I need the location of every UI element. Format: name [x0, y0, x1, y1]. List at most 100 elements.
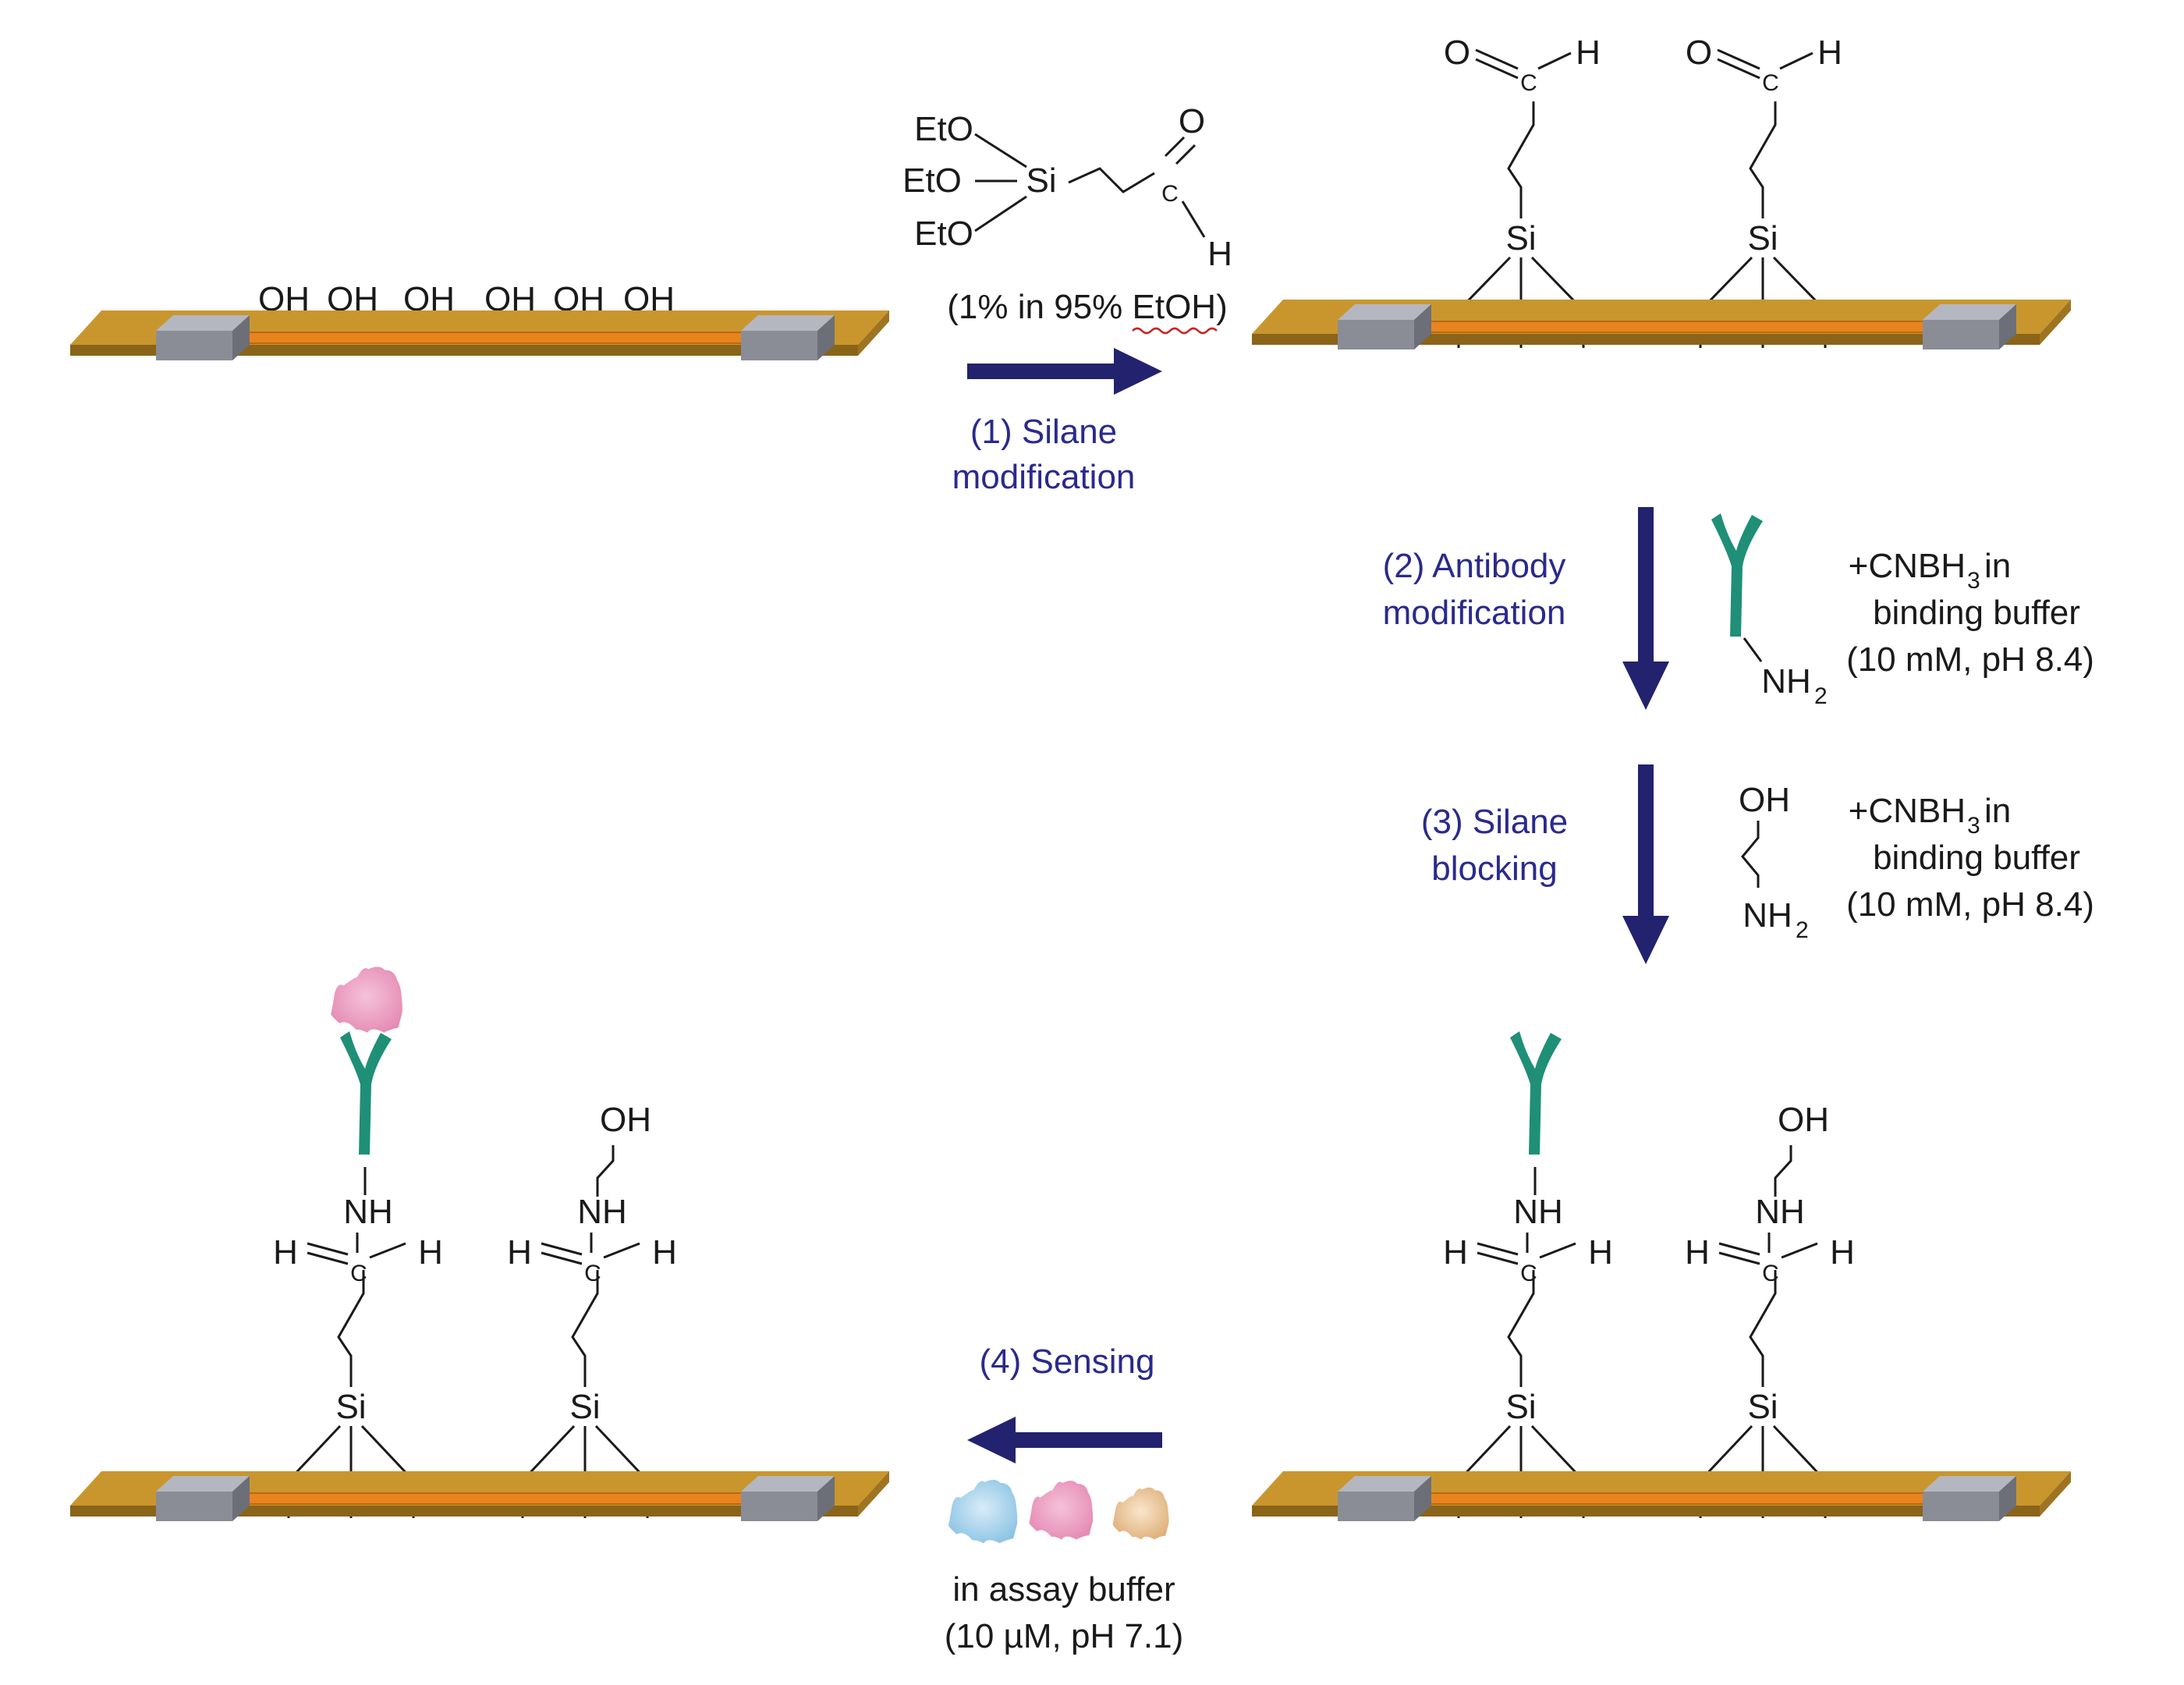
electrode-side [232, 315, 250, 360]
c-h-bond [1779, 51, 1814, 70]
chip-4 [70, 1471, 889, 1521]
c-h-bond [603, 1242, 640, 1259]
nh-label: NH [1755, 1193, 1805, 1231]
step3-arrow [1622, 764, 1669, 964]
si-label: Si [335, 1388, 366, 1426]
propyl-chain [571, 1270, 599, 1387]
step1-label-line2: modification [952, 458, 1136, 496]
si-oet-bond [974, 195, 1027, 232]
si-label: Si [1505, 219, 1536, 257]
hydroxyl-label: OH [1739, 781, 1790, 819]
double-bond-b [1718, 1242, 1760, 1256]
si-label: Si [1505, 1388, 1536, 1426]
double-bond-a [1477, 1251, 1519, 1265]
electrode-top [156, 1476, 250, 1492]
chip-2 [1252, 300, 2071, 349]
ethoxy-label: EtO [914, 215, 973, 253]
double-bond-b [541, 1242, 583, 1256]
oxygen-label: O [1686, 34, 1712, 72]
carbon-label: C [350, 1261, 367, 1286]
subscript-3: 3 [1967, 813, 1980, 839]
propyl-chain [1749, 1270, 1777, 1387]
arrow-shape [1622, 507, 1669, 710]
cnbh3-suffix: in [1984, 547, 2011, 585]
subscript-2: 2 [1814, 683, 1828, 709]
electrode-top [1338, 1476, 1431, 1492]
nanowire [225, 332, 781, 344]
electrode-top [1338, 304, 1431, 320]
hydrogen-label: H [1576, 34, 1601, 72]
arrow-shape [967, 348, 1162, 395]
drain-electrode [741, 315, 835, 360]
double-bond-a [541, 1251, 583, 1265]
silane-concentration: (1% in 95% EtOH) [947, 288, 1227, 326]
c-h-bond [1781, 1242, 1818, 1259]
nanowire [225, 1492, 781, 1505]
hydrogen-label: H [1685, 1233, 1710, 1272]
step1-arrow [967, 348, 1162, 395]
step4-label: (4) Sensing [979, 1343, 1154, 1381]
electrode-side [1414, 1476, 1431, 1521]
chip-3 [1252, 1471, 2071, 1521]
propyl-chain [1068, 167, 1155, 193]
step2-arrow [1622, 507, 1669, 710]
propyl-chain [337, 1270, 365, 1387]
electrode-top [741, 315, 835, 331]
substrate-side [2040, 300, 2071, 345]
bound-antigen-icon [331, 967, 402, 1033]
si-label: Si [1747, 219, 1778, 257]
step3-label-line2: blocking [1431, 850, 1557, 888]
nh-label: NH [1513, 1193, 1563, 1231]
hydroxyl-label: OH [1778, 1101, 1829, 1139]
hydroxyethyl-chain [596, 1145, 615, 1197]
panel-antibody-chip: SiOOOCHHNHSiOOOCHHNHOH [1443, 1031, 1855, 1518]
carbon-label: C [1762, 70, 1779, 96]
hydrogen-label: H [1443, 1233, 1468, 1272]
amine-bond [1743, 637, 1763, 662]
ethoxy-label: EtO [902, 161, 962, 200]
electrode-front [1338, 320, 1414, 349]
oxygen-label: O [1179, 102, 1205, 140]
double-bond-b [307, 1242, 349, 1256]
c-h-bond [1539, 1242, 1576, 1259]
hydrogen-label: H [507, 1233, 532, 1272]
nh-label: NH [577, 1193, 627, 1231]
antibody-icon [1711, 513, 1763, 637]
propyl-chain [1507, 1270, 1535, 1387]
antigen-shape [331, 967, 402, 1033]
panel-sensing-chip: SiOOOCHHNHSiOOOCHHNHOH [273, 967, 677, 1518]
double-bond-b [1477, 1242, 1519, 1256]
arrow-shape [1622, 764, 1669, 964]
electrode-front [741, 1492, 817, 1521]
electrode-front [1338, 1492, 1414, 1521]
hydrogen-label: H [1817, 34, 1842, 72]
source-electrode [156, 1476, 250, 1521]
carbon-label: C [584, 1261, 601, 1286]
amine-label: NH [1761, 662, 1811, 701]
electrode-side [1414, 304, 1431, 349]
hydroxyl-label: OH [600, 1101, 651, 1139]
hydrogen-label: H [1588, 1233, 1613, 1272]
step1-label: (1) Silane [970, 413, 1117, 451]
cnbh3-label: +CNBH [1849, 547, 1966, 585]
nh-label: NH [343, 1193, 393, 1231]
si-label: Si [1747, 1388, 1778, 1426]
spellcheck-underline [1132, 327, 1218, 335]
antibody-icon [340, 1031, 392, 1155]
substrate-edge [1252, 1506, 2040, 1516]
antigen-shape [948, 1479, 1018, 1544]
electrode-side [232, 1476, 250, 1521]
antibody-shape [1510, 1031, 1562, 1155]
double-bond-a [1475, 58, 1519, 80]
substrate-edge [70, 1506, 858, 1516]
drain-electrode [1923, 1476, 2016, 1521]
double-bond-b [1175, 144, 1197, 165]
reagent-antibody [1711, 513, 1763, 637]
antigen-shape [1112, 1487, 1169, 1540]
